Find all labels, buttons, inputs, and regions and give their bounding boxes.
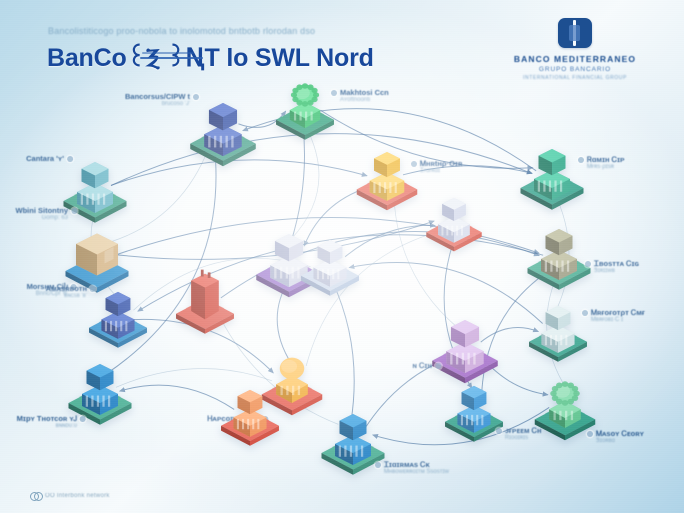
network-link [110,133,533,186]
node-label-primary: Ꮇʜʀtʜρ·Oɪʀ [420,159,463,168]
bank-building-icon[interactable] [524,294,593,363]
node-label-primary: Ꮇʀғᴏғᴏᴛρᴛ Ꮯᴍғ [591,308,645,317]
node-label-secondary: brucoso 'J' [161,101,190,108]
node-label-text: Cantara 'ʏ' [26,154,64,163]
header: Bancolistiticogo proo-nobola to inolomot… [0,0,684,96]
node-marker-icon [582,310,588,316]
node-label: ɴ Ꮯɪʜ [412,361,441,370]
node-label-secondary: Ꮇʙʀғᴏʙɪ·Ꮯ ɪ [591,317,624,324]
node-label-secondary: Ꮢɪᴏᴏɪʀɪs [505,435,529,442]
node-label-secondary: Ꮖrɑrʀɑɪ [420,168,440,175]
node-marker-icon [90,286,96,292]
node-label-primary: ᴊғᴘᴇᴇᴍ Ꮯн [505,426,542,435]
node-label-secondary: ʙɴɴᴅᴜ:ᴜ [55,423,77,430]
bank-building-icon[interactable] [515,136,590,211]
node-label-secondary: Ꮥɪʀɪɪᴡʙ [594,268,615,275]
bank-building-icon[interactable] [421,186,487,252]
infinity-icon [30,492,43,501]
node-marker-icon [67,156,73,162]
bank-building-icon[interactable] [426,306,504,384]
node-marker-icon [496,428,502,434]
node-marker-icon [587,431,593,437]
brand-logo: BANCO MEDITERRANEO GRUPO BANCARIO INTERN… [500,18,650,81]
node-marker-icon [411,161,417,167]
page-title: BanCo꒰Ⲝ ꒱ꞐT lo SWL Nord [47,44,374,72]
brand-tagline: INTERNATIONAL FINANCIAL GROUP [523,75,627,81]
node-label-primary: Aᴍᴀsʀʙᴏтн [45,284,87,293]
node-label-secondary: Ꮥɪᴏʀʙɑ [596,438,615,445]
brand-name: BANCO MEDITERRANEO [513,54,637,64]
node-label-primary: Wbini Sitontny [15,206,69,215]
node-label-primary: ɴ Ꮯɪʜ [412,361,432,370]
bank-building-icon[interactable] [296,228,365,297]
node-marker-icon [435,363,441,369]
node-label-primary: Ꮇᴀsᴏʏ Ꮯᴇᴏʀʏ [596,429,644,438]
bank-building-icon[interactable] [522,216,597,291]
title-strike-artifact-secondary [142,52,194,54]
node-label-primary: Ꮢɑᴍɪʜ Ꮯɪᴘ [587,155,625,164]
node-label-secondary: Ꮇʜʙᴏᴡᴇʀʀᴏɪᴛᴍ Ѕsᴏsᴛɪᴡ [384,469,449,476]
node-label-secondary: ʙɴᴄsʙ 'ʙ' [64,293,87,300]
header-eyebrow: Bancolistiticogo proo-nobola to inolomot… [48,26,316,36]
node-label-secondary: Ꮇғʀs·ρɪsʀ [587,164,615,171]
node-marker-icon [578,157,584,163]
node-marker-icon [375,462,381,468]
node-label-primary: Ꮖʙᴏsᴛᴛᴀ Ꮯɪɢ [594,259,639,268]
node-label-primary: Mɪpʏ Тнᴏтсᴏʀ ʏᎫ [16,414,77,423]
tower-building-icon[interactable] [171,266,240,335]
node-label-primary: Ꮖɪɑɪʀᴍᴀs Ꮯᴋ [384,460,430,469]
brand-subline: GRUPO BANCARIO [538,66,612,73]
node-label: Cantara 'ʏ' [26,154,73,163]
title-strike-artifact [140,57,203,59]
node-marker-icon [585,261,591,267]
node-label-secondary: Aʏoftnoonti [340,97,371,104]
node-label-text: ɴ Ꮯɪʜ [412,361,432,370]
footer: OO Interbonk network [30,492,110,501]
node-marker-icon [71,208,77,214]
bank-building-icon[interactable] [216,378,285,447]
node-label-primary: Cantara 'ʏ' [26,154,64,163]
footer-text: OO Interbonk network [45,492,110,499]
shield-emblem-icon [558,18,592,48]
node-marker-icon [80,416,86,422]
